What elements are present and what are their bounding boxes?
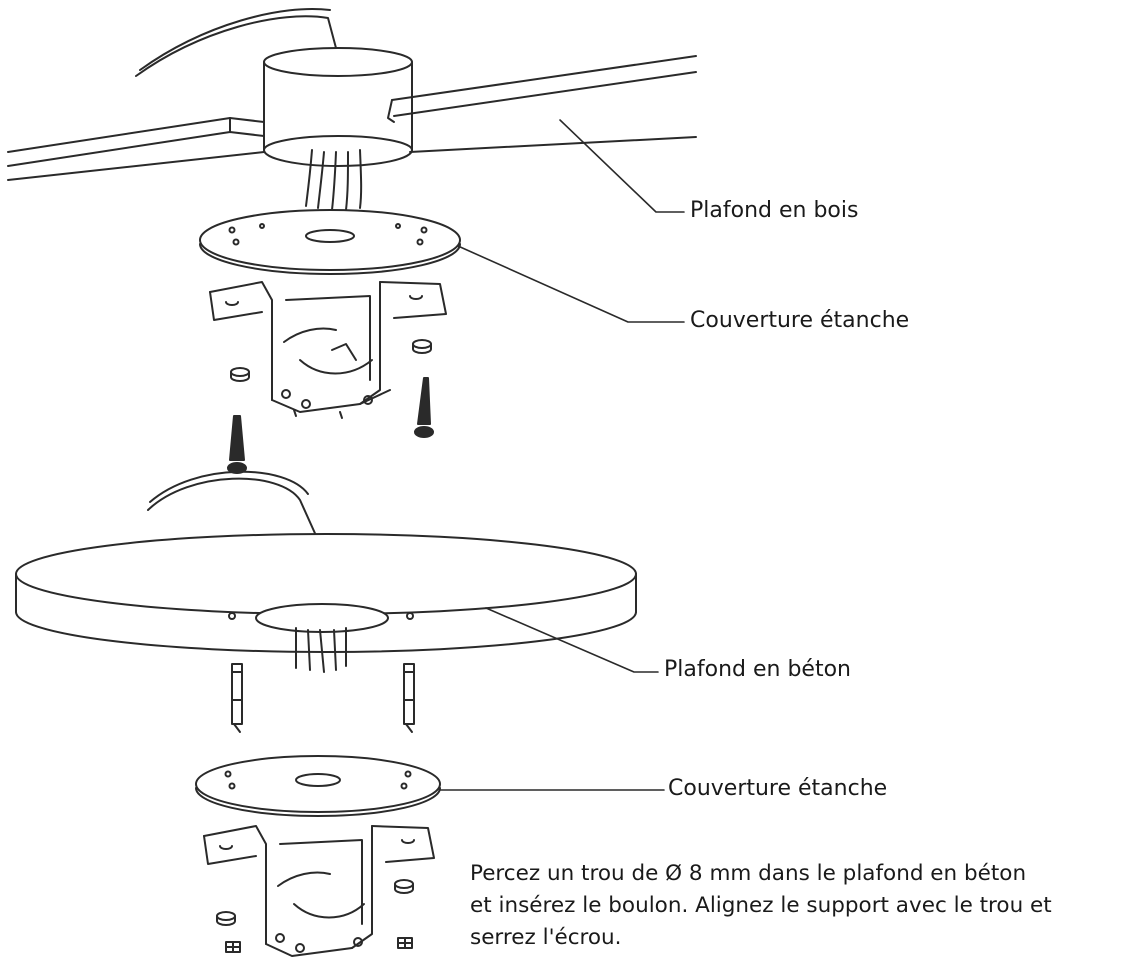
wood-ceiling-joist-left [7, 117, 265, 181]
cable-middle [147, 470, 319, 541]
anchor-bolt-left [231, 663, 243, 733]
screw-left [227, 415, 247, 474]
screw-right [414, 377, 434, 438]
leader-wood-ceiling [559, 119, 685, 213]
nut-top-right [412, 339, 432, 354]
leader-cover-top [457, 245, 685, 323]
instruction-text: Percez un trou de Ø 8 mm dans le plafond… [470, 858, 1120, 954]
waterproof-cover-bottom-shape [195, 755, 441, 817]
instruction-line-2: et insérez le boulon. Alignez le support… [470, 893, 1052, 918]
label-concrete-ceiling: Plafond en béton [664, 657, 851, 682]
nut-bottom-right [394, 879, 414, 894]
waterproof-cover-top-shape [199, 209, 461, 275]
concrete-ceiling-slab [15, 533, 637, 653]
instruction-line-1: Percez un trou de Ø 8 mm dans le plafond… [470, 861, 1027, 886]
leader-lines [439, 119, 685, 791]
label-wood-ceiling: Plafond en bois [690, 198, 859, 223]
washer-bottom-right [397, 937, 413, 949]
cable-bundle-top [305, 149, 363, 211]
label-waterproof-cover-bottom: Couverture étanche [668, 776, 888, 801]
mounting-bracket-bottom [203, 825, 435, 957]
junction-box [263, 47, 413, 167]
cable-top [135, 7, 337, 77]
mounting-bracket-top [209, 281, 447, 419]
nut-top-left [230, 367, 250, 382]
wood-ceiling-joist-right [387, 55, 697, 153]
label-waterproof-cover-top: Couverture étanche [690, 308, 910, 333]
instruction-line-3: serrez l'écrou. [470, 925, 622, 950]
washer-bottom-left [225, 941, 241, 953]
anchor-bolt-right [403, 663, 415, 733]
cable-bundle-middle [295, 627, 347, 673]
leader-concrete-ceiling [485, 607, 659, 673]
nut-bottom-left [216, 911, 236, 926]
